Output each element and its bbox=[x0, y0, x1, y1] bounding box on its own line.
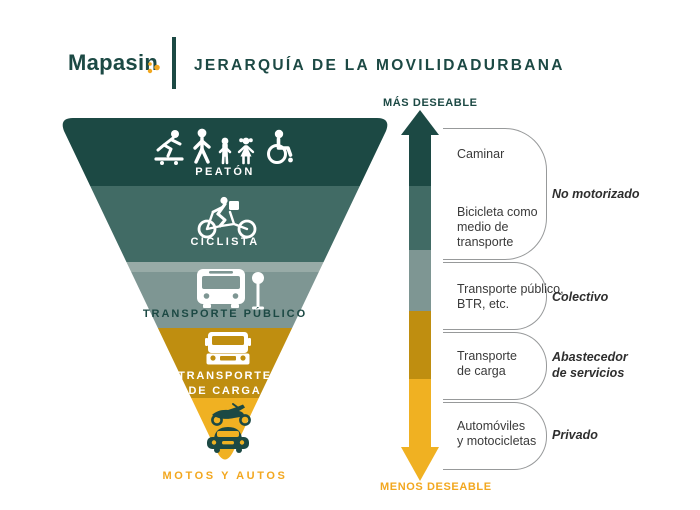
pyramid-label-transporte-carga: TRANSPORTE DE CARGA bbox=[178, 370, 272, 397]
legend-category-privado: Privado bbox=[552, 427, 672, 443]
mode-line: Transporte público, bbox=[457, 282, 564, 296]
arrow-seg-2 bbox=[409, 186, 431, 250]
legend-mode-transporte-carga: Transporte de carga bbox=[457, 349, 567, 379]
header-divider bbox=[172, 37, 176, 89]
cyclist-icon bbox=[197, 196, 257, 239]
category-line: de servicios bbox=[552, 366, 625, 380]
arrow-seg-1 bbox=[409, 134, 431, 186]
legend-mode-transporte-publico: Transporte público, BTR, etc. bbox=[457, 282, 567, 312]
legend-category-no-motorizado: No motorizado bbox=[552, 186, 672, 202]
mode-line: Transporte bbox=[457, 349, 517, 363]
scale-label-menos-deseable: MENOS DESEABLE bbox=[380, 481, 492, 493]
brand-logo-text: Mapasin bbox=[68, 50, 159, 75]
bracket-colectivo bbox=[443, 262, 547, 330]
pyramid-label-transporte-publico: TRANSPORTE PÚBLICO bbox=[142, 308, 308, 320]
pyramid-label-peaton: PEATÓN bbox=[195, 166, 255, 178]
scale-label-mas-deseable: MÁS DESEABLE bbox=[383, 97, 478, 109]
mode-line: BTR, etc. bbox=[457, 297, 510, 311]
pyramid-label-ciclista: CICLISTA bbox=[190, 236, 260, 248]
walking-person-icon bbox=[193, 128, 211, 164]
bracket-privado bbox=[443, 402, 547, 470]
pyramid-band-strip bbox=[62, 262, 388, 272]
truck-icon bbox=[205, 332, 251, 365]
legend-category-abastecedor: Abastecedor de servicios bbox=[552, 349, 672, 381]
page-title: JERARQUÍA DE LA MOVILIDADURBANA bbox=[194, 57, 565, 74]
bus-icon bbox=[197, 269, 245, 308]
pyramid-label-motos-autos: MOTOS Y AUTOS bbox=[162, 470, 288, 482]
bracket-abastecedor bbox=[443, 332, 547, 400]
mode-line: Bicicleta como bbox=[457, 205, 538, 219]
arrow-seg-4 bbox=[409, 311, 431, 379]
mode-line: de carga bbox=[457, 364, 506, 378]
arrow-seg-5 bbox=[409, 379, 431, 448]
category-line: Colectivo bbox=[552, 290, 609, 304]
legend-mode-bicicleta: Bicicleta como medio de transporte bbox=[457, 205, 567, 250]
mode-line: y motocicletas bbox=[457, 434, 537, 448]
arrow-head-down bbox=[401, 447, 439, 481]
bracket-no-motorizado bbox=[443, 128, 547, 260]
motorcycle-icon bbox=[211, 403, 251, 426]
arrow-head-up bbox=[401, 110, 439, 135]
arrow-seg-3 bbox=[409, 250, 431, 311]
child-girl-icon bbox=[237, 137, 255, 165]
legend-mode-automoviles: Automóviles y motocicletas bbox=[457, 419, 567, 449]
skateboarder-icon bbox=[154, 130, 184, 165]
bus-stop-sign-icon bbox=[252, 272, 264, 310]
desirability-arrow bbox=[401, 110, 439, 481]
child-boy-icon bbox=[218, 137, 232, 165]
brand-logo-mark-icon bbox=[147, 62, 160, 74]
car-icon bbox=[207, 427, 249, 453]
legend-category-colectivo: Colectivo bbox=[552, 289, 672, 305]
legend-mode-caminar: Caminar bbox=[457, 147, 567, 162]
category-line: Privado bbox=[552, 428, 598, 442]
category-line: Abastecedor bbox=[552, 350, 628, 364]
wheelchair-icon bbox=[267, 129, 293, 164]
mode-line: Automóviles bbox=[457, 419, 526, 433]
category-line: No motorizado bbox=[552, 187, 640, 201]
mode-line: medio de transporte bbox=[457, 220, 514, 249]
mobility-pyramid bbox=[62, 118, 388, 460]
mode-line: Caminar bbox=[457, 147, 505, 161]
